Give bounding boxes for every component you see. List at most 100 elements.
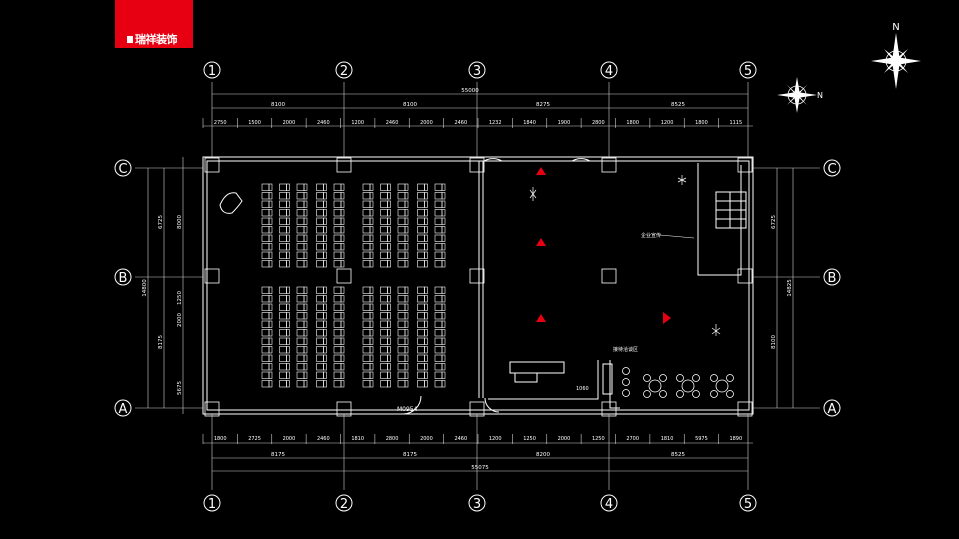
dim-detail: 2000 <box>283 436 296 442</box>
seat-desk <box>424 234 428 242</box>
seat-desk <box>303 209 308 217</box>
seat-desk <box>303 303 308 311</box>
seat-desk <box>323 320 327 328</box>
seat <box>279 337 287 345</box>
seat <box>362 329 371 337</box>
seat-desk <box>387 209 391 217</box>
seat <box>333 192 342 200</box>
seat <box>316 371 324 379</box>
seat <box>434 346 443 354</box>
seat <box>417 183 425 191</box>
dim-detail: 2460 <box>317 436 330 442</box>
seat <box>261 260 270 268</box>
seat-desk <box>424 320 428 328</box>
seat <box>261 226 270 234</box>
axis-top-5-label: 5 <box>744 64 752 79</box>
seat <box>316 226 324 234</box>
seat <box>417 303 425 311</box>
seat <box>261 200 270 208</box>
seat-desk <box>441 337 446 345</box>
seat <box>279 192 287 200</box>
seat-desk <box>441 380 446 388</box>
structural-column <box>204 268 220 284</box>
seat-desk <box>387 337 391 345</box>
dim-detail: 2000 <box>420 120 433 126</box>
seat <box>333 363 342 371</box>
seat <box>261 320 270 328</box>
seat <box>316 251 324 259</box>
seat <box>316 234 324 242</box>
seat <box>397 192 406 200</box>
seat-desk <box>369 303 374 311</box>
dim-left-inner-1: 6725 <box>158 215 164 229</box>
seat <box>397 183 406 191</box>
dim-right-outer: 14825 <box>787 279 793 297</box>
seat-desk <box>323 260 327 268</box>
seat-desk <box>340 260 345 268</box>
seat <box>434 260 443 268</box>
axis-top-3-label: 3 <box>473 64 481 79</box>
axis-left-B <box>114 268 132 286</box>
axis-left-C-label: C <box>118 162 127 177</box>
seat <box>261 183 270 191</box>
seat-desk <box>424 295 428 303</box>
seat <box>434 354 443 362</box>
structural-column <box>336 268 352 284</box>
dim-detail: 2750 <box>214 120 227 126</box>
seat <box>333 329 342 337</box>
seat <box>380 234 388 242</box>
seat-desk <box>286 295 290 303</box>
seat <box>434 243 443 251</box>
seat-desk <box>404 217 409 225</box>
seat-desk <box>303 234 308 242</box>
seat <box>434 217 443 225</box>
seat <box>397 260 406 268</box>
seat-desk <box>268 260 273 268</box>
seat <box>279 209 287 217</box>
outer-wall <box>202 156 754 415</box>
dim-detail: 1250 <box>592 436 605 442</box>
seat-desk <box>424 354 428 362</box>
seat <box>362 251 371 259</box>
seat-desk <box>340 209 345 217</box>
seat <box>380 380 388 388</box>
seat <box>279 312 287 320</box>
seat-desk <box>303 286 308 294</box>
seat <box>333 243 342 251</box>
seat-desk <box>268 346 273 354</box>
reception-partition <box>488 360 620 409</box>
seat <box>261 303 270 311</box>
dim-left-outer: 14800 <box>142 279 148 297</box>
seat <box>380 329 388 337</box>
entry-door-arc <box>483 158 503 162</box>
seat <box>434 286 443 294</box>
seat <box>333 337 342 345</box>
seat <box>397 209 406 217</box>
chair <box>622 378 630 386</box>
seat-desk <box>369 286 374 294</box>
seat-desk <box>404 303 409 311</box>
seat <box>417 312 425 320</box>
seat <box>434 251 443 259</box>
axis-top-2-label: 2 <box>340 64 348 79</box>
seat-desk <box>268 286 273 294</box>
structural-column <box>469 268 485 284</box>
seat <box>397 320 406 328</box>
seat-desk <box>268 303 273 311</box>
seat-desk <box>286 234 290 242</box>
seat <box>417 209 425 217</box>
seat <box>397 312 406 320</box>
direction-arrow-4 <box>663 312 671 324</box>
seat-desk <box>303 200 308 208</box>
display-counter <box>602 363 613 395</box>
seat-desk <box>340 329 345 337</box>
seat-desk <box>268 234 273 242</box>
seat <box>380 295 388 303</box>
seat <box>261 192 270 200</box>
axis-bottom-5-label: 5 <box>744 497 752 512</box>
seat <box>380 354 388 362</box>
seat-desk <box>404 320 409 328</box>
seat-desk <box>369 251 374 259</box>
seat <box>362 371 371 379</box>
seat <box>316 286 324 294</box>
